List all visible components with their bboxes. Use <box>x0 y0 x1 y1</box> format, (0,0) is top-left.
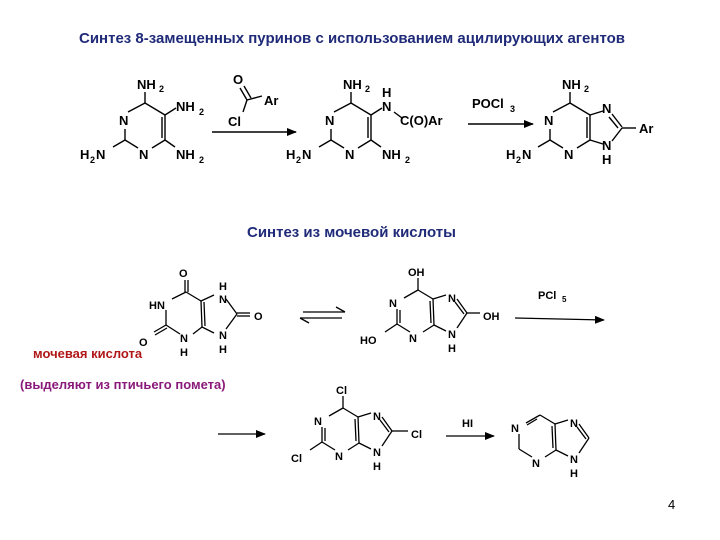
atom-n: N <box>219 294 227 306</box>
atom-nh: NH <box>176 99 195 114</box>
atom-n: N <box>448 293 456 305</box>
atom-ar: Ar <box>639 121 653 136</box>
atom-oh: OH <box>408 267 425 279</box>
subscript-2: 2 <box>516 155 521 165</box>
atom-h: H <box>448 343 456 355</box>
reagent-pcl5: PCl <box>538 290 556 302</box>
page-number: 4 <box>668 497 676 512</box>
atom-h: H <box>80 147 89 162</box>
subscript-2: 2 <box>159 84 164 94</box>
atom-h: H <box>506 147 515 162</box>
atom-h: H <box>219 344 227 356</box>
atom-h: H <box>570 468 578 480</box>
atom-acyl-group: C(O)Ar <box>400 113 443 128</box>
atom-n: N <box>389 298 397 310</box>
atom-n: N <box>139 147 148 162</box>
atom-n: N <box>448 329 456 341</box>
atom-hn: HN <box>149 300 165 312</box>
subscript-2: 2 <box>584 84 589 94</box>
atom-n: N <box>314 416 322 428</box>
atom-h: H <box>373 461 381 473</box>
title-uric-acid-synthesis: Синтез из мочевой кислоты <box>247 224 456 241</box>
atom-n: N <box>409 333 417 345</box>
atom-n: N <box>96 147 105 162</box>
molecule-acylamino-pyrimidine <box>318 92 403 149</box>
molecule-uric-acid <box>153 280 250 336</box>
molecule-tetraaminopyrimidine <box>112 92 177 149</box>
atom-n: N <box>373 447 381 459</box>
atom-nh: NH <box>343 77 362 92</box>
atom-cl: Cl <box>228 114 241 129</box>
atom-n: N <box>511 423 519 435</box>
arrow-chlorination <box>514 315 605 324</box>
atom-n: N <box>602 101 611 116</box>
atom-ar: Ar <box>264 93 278 108</box>
atom-o: O <box>139 337 148 349</box>
reagent-hi: HI <box>462 418 473 430</box>
atom-n: N <box>119 113 128 128</box>
reagent-acyl-chloride <box>239 85 263 113</box>
atom-h: H <box>219 281 227 293</box>
atom-o: O <box>254 311 263 323</box>
subscript-2: 2 <box>365 84 370 94</box>
atom-h: H <box>286 147 295 162</box>
subscript-3: 3 <box>510 104 515 114</box>
atom-n: N <box>602 138 611 153</box>
label-uric-acid: мочевая кислота <box>33 346 143 361</box>
atom-nh: NH <box>382 147 401 162</box>
subscript-2: 2 <box>405 155 410 165</box>
atom-n: N <box>570 418 578 430</box>
atom-n: N <box>302 147 311 162</box>
atom-n: N <box>522 147 531 162</box>
atom-nh: NH <box>176 147 195 162</box>
atom-n: N <box>564 147 573 162</box>
atom-n: N <box>335 451 343 463</box>
atom-h: H <box>602 152 611 167</box>
equilibrium-arrows <box>299 306 346 324</box>
atom-n: N <box>325 113 334 128</box>
molecule-trihydroxypurine <box>384 278 480 333</box>
atom-oh: OH <box>483 311 500 323</box>
atom-ho: HO <box>360 335 377 347</box>
molecule-trichloropurine <box>309 396 408 451</box>
title-acylation-synthesis: Синтез 8-замещенных пуринов с использова… <box>79 30 625 47</box>
atom-cl: Cl <box>411 429 422 441</box>
atom-n: N <box>180 333 188 345</box>
atom-cl: Cl <box>291 453 302 465</box>
subscript-5: 5 <box>562 295 567 304</box>
subscript-2: 2 <box>199 155 204 165</box>
atom-o: O <box>179 268 188 280</box>
atom-n: N <box>219 330 227 342</box>
atom-n: N <box>532 458 540 470</box>
molecule-8-aryl-purine <box>537 92 636 149</box>
atom-h: H <box>180 347 188 359</box>
atom-nh: NH <box>137 77 156 92</box>
label-source-note: (выделяют из птичьего помета) <box>20 377 226 392</box>
atom-n: N <box>570 454 578 466</box>
atom-n: N <box>544 113 553 128</box>
reagent-pocl3: POCl <box>472 96 504 111</box>
subscript-2: 2 <box>90 155 95 165</box>
subscript-2: 2 <box>199 107 204 117</box>
atom-o: O <box>233 72 243 87</box>
atom-n: N <box>345 147 354 162</box>
atom-h: H <box>382 85 391 100</box>
subscript-2: 2 <box>296 155 301 165</box>
atom-cl: Cl <box>336 385 347 397</box>
atom-n: N <box>382 99 391 114</box>
atom-n: N <box>373 411 381 423</box>
molecule-purine <box>518 414 590 458</box>
atom-nh: NH <box>562 77 581 92</box>
